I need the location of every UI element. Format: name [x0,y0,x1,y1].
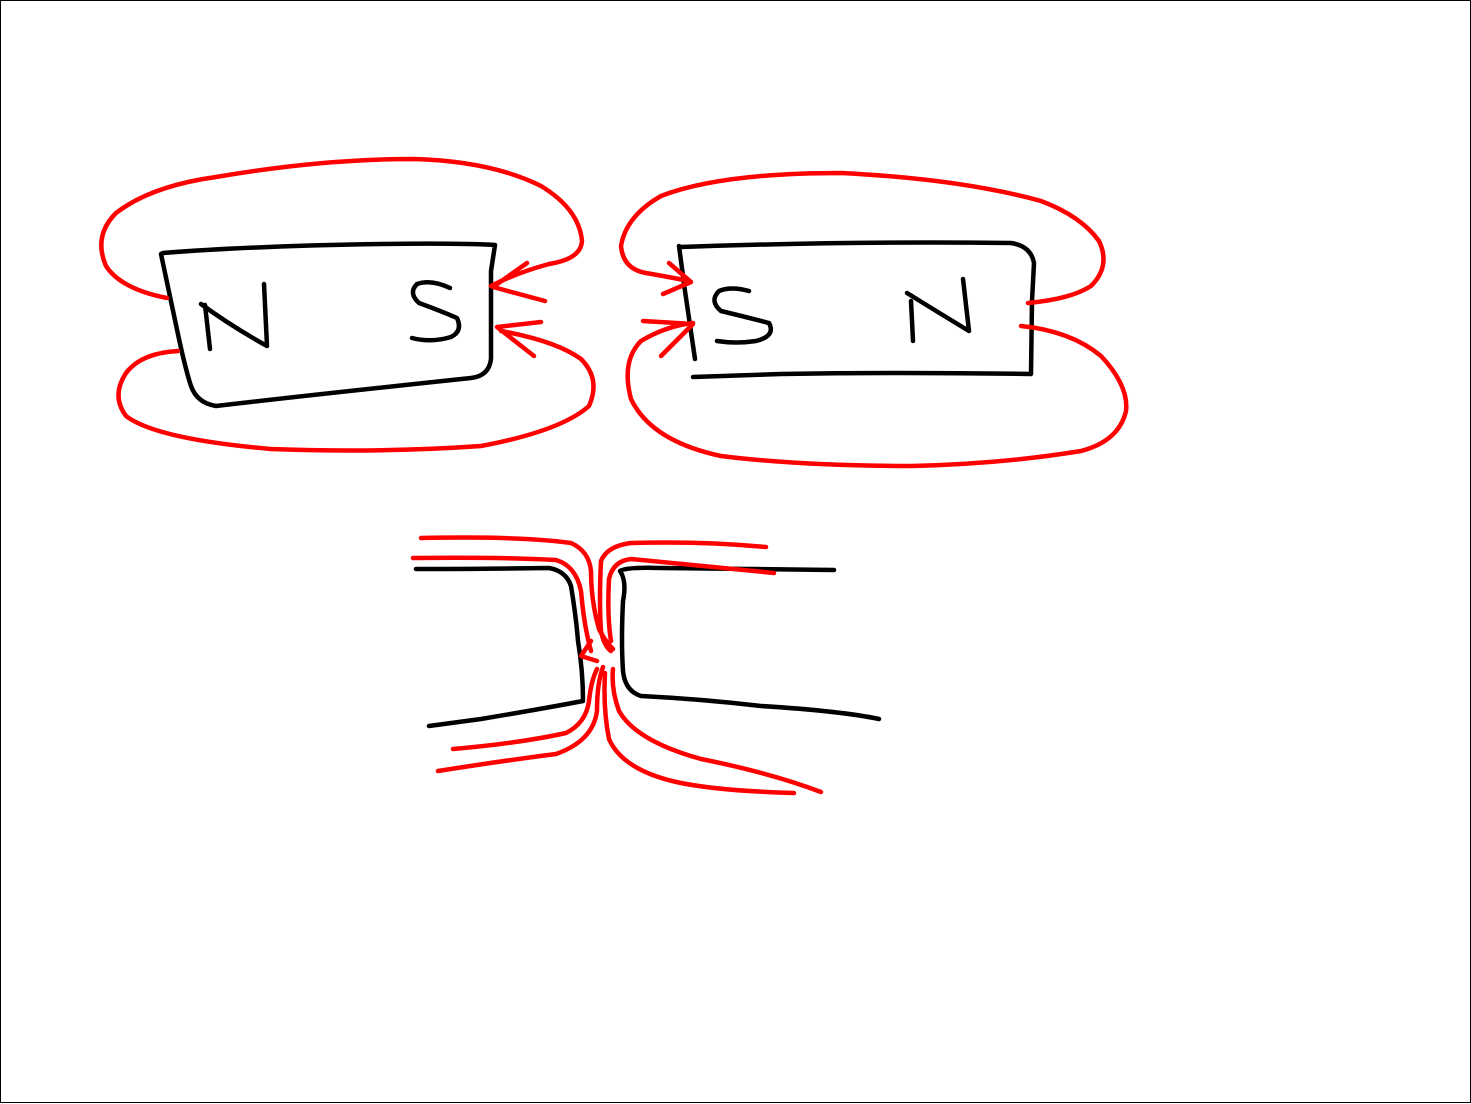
right-upper-arrow [660,260,694,297]
gap-field-line-bottom-left-inner [450,666,600,752]
gap-arrow [578,638,600,664]
left-magnet-s-letter [409,279,462,343]
right-magnet-body [676,240,1037,380]
left-upper-field-loop [99,156,585,301]
left-magnet-body [158,241,498,409]
right-lower-field-loop [625,320,1129,469]
left-pole-piece-outline [413,565,586,729]
right-upper-field-loop [618,170,1106,306]
gap-field-line-top-right-inner [606,556,777,644]
left-magnet [158,241,498,409]
left-upper-arrow [490,260,548,304]
left-magnet-field-lines [99,156,596,453]
gap-field-line-top-left-outer [418,535,616,652]
right-magnet-field-lines [618,170,1129,469]
left-lower-arrow [494,319,544,359]
right-magnet-n-letter [904,276,972,344]
gap-field-line-top-left-inner [410,555,594,654]
right-pole-piece-outline [617,565,882,722]
gap-field-line-bottom-right-outer [602,670,797,796]
right-magnet [676,240,1037,380]
right-lower-arrow [640,318,696,359]
gap-field-line-bottom-right-inner [610,666,824,795]
right-magnet-s-letter [712,286,774,345]
gap-field-line-bottom-left-outer [435,664,606,774]
pole-gap-field-lines [410,535,824,796]
left-lower-field-loop [116,328,596,453]
pole-gap-diagram [413,565,882,729]
gap-field-line-top-right-outer [597,540,769,654]
left-magnet-n-letter [198,281,270,352]
